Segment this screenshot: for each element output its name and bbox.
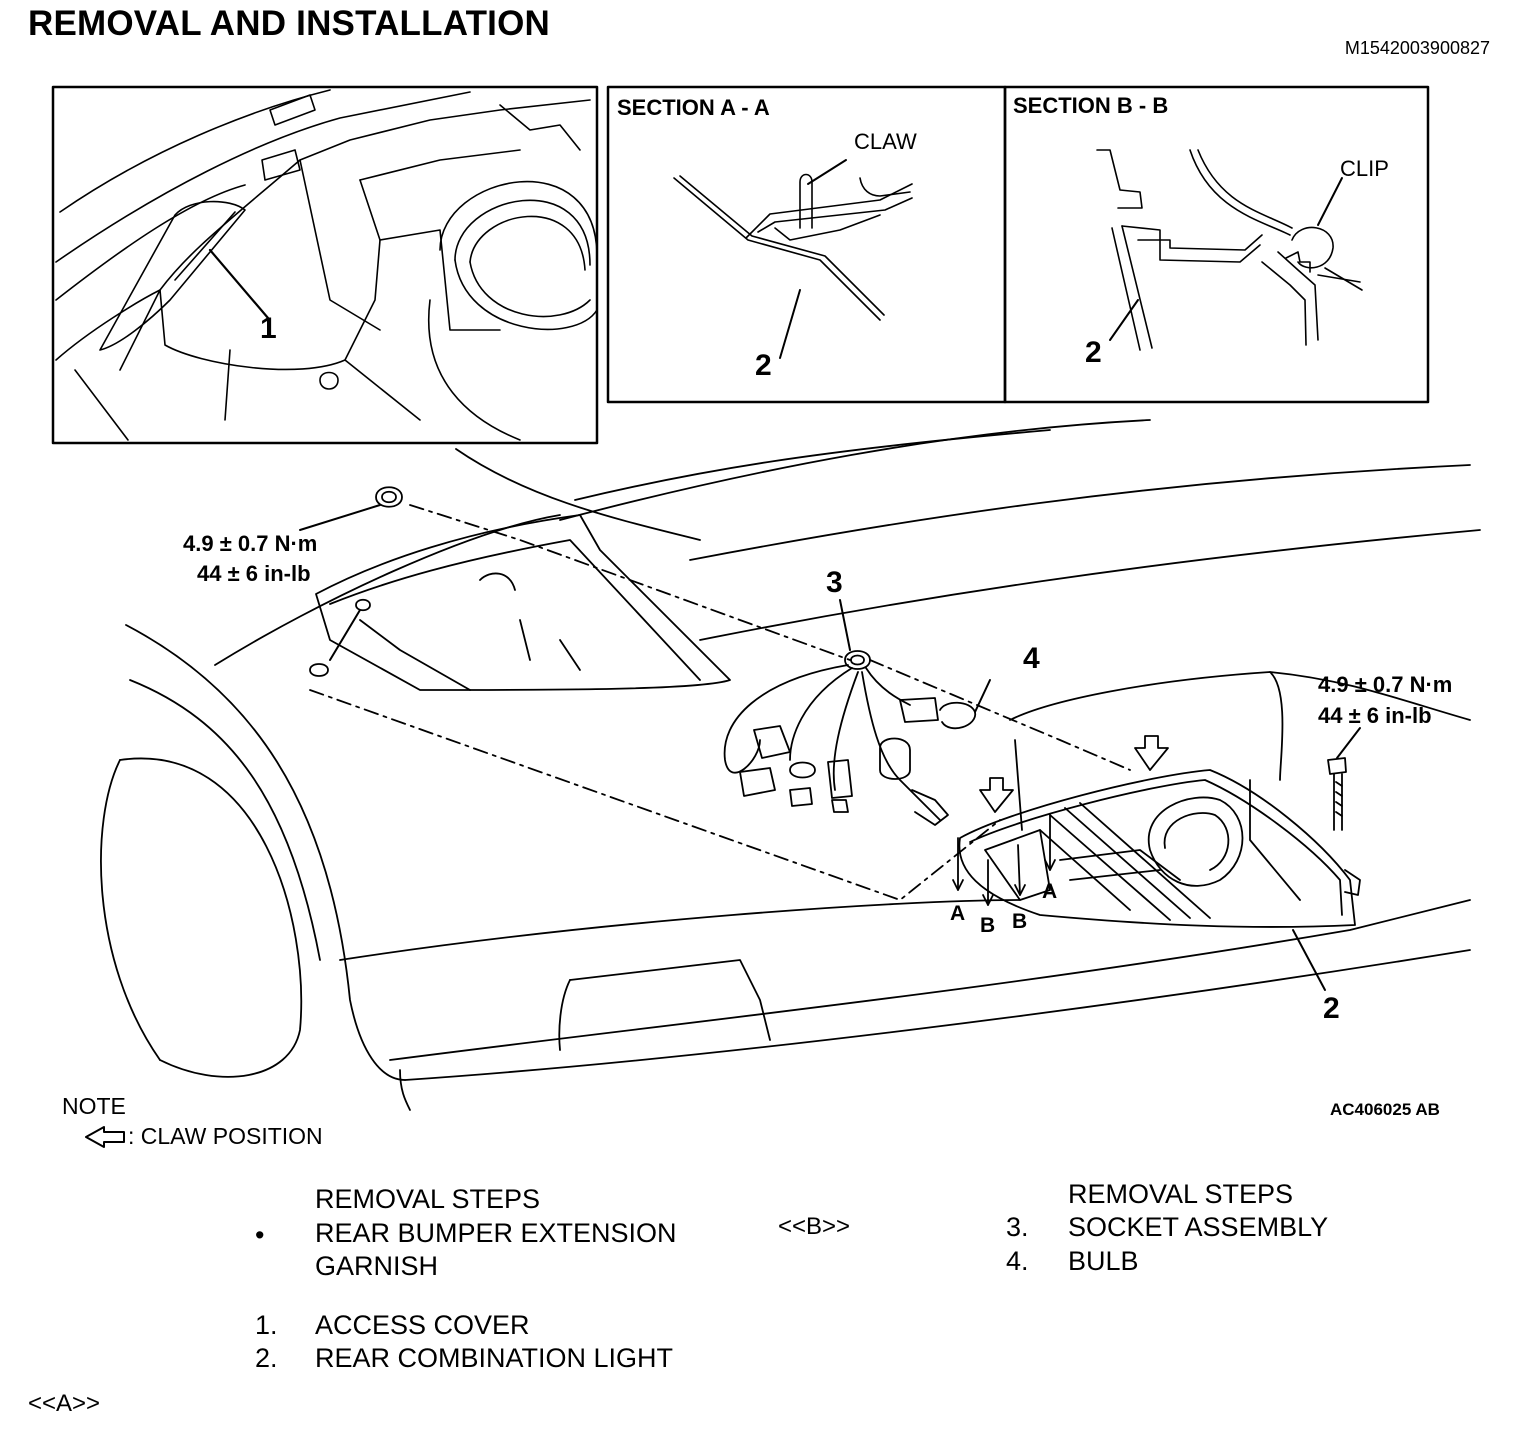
clip-label: CLIP (1340, 156, 1389, 181)
reference-b: <<B>> (778, 1213, 850, 1240)
step-garnish-line2: GARNISH (315, 1251, 438, 1281)
section-mark-a-left: A (950, 902, 965, 925)
section-mark-b-left: B (980, 914, 995, 937)
section-a-label: SECTION A - A (617, 95, 770, 120)
inset-access-cover-drawing (55, 89, 598, 441)
section-mark-b-right: B (1012, 910, 1027, 933)
callout-2-section-a: 2 (755, 349, 772, 382)
claw-position-arrow-icon (85, 1126, 125, 1148)
torque-right-nm: 4.9 ± 0.7 N·m (1318, 672, 1452, 697)
note-label: NOTE (62, 1093, 126, 1119)
inset-section-b (1003, 85, 1430, 404)
step-garnish-line1: REAR BUMPER EXTENSION (315, 1218, 677, 1248)
reference-a: <<A>> (28, 1390, 100, 1417)
section-b-label: SECTION B - B (1013, 93, 1168, 118)
step-1-label: ACCESS COVER (315, 1310, 530, 1340)
step-2-label: REAR COMBINATION LIGHT (315, 1343, 673, 1373)
inset-section-a (606, 85, 1007, 404)
claw-label: CLAW (854, 129, 917, 154)
car-body-drawing (100, 419, 1481, 1111)
steps-left-heading: REMOVAL STEPS (315, 1184, 540, 1214)
step-4-number: 4. (1006, 1246, 1029, 1276)
section-b-drawing (1096, 149, 1363, 351)
callout-3: 3 (826, 566, 843, 599)
torque-left-inlb: 44 ± 6 in-lb (197, 561, 311, 586)
rear-combination-light-drawing (952, 727, 1361, 991)
torque-left-nm: 4.9 ± 0.7 N·m (183, 531, 317, 556)
callout-1: 1 (260, 312, 277, 345)
torque-right-inlb: 44 ± 6 in-lb (1318, 703, 1432, 728)
callout-4: 4 (1023, 642, 1040, 675)
page-title: REMOVAL AND INSTALLATION (28, 4, 550, 43)
steps-right-heading: REMOVAL STEPS (1068, 1179, 1293, 1209)
step-2-number: 2. (255, 1343, 278, 1373)
callout-2-section-b: 2 (1085, 336, 1102, 369)
step-4-label: BULB (1068, 1246, 1139, 1276)
document-id: M1542003900827 (1344, 38, 1490, 58)
socket-assembly-drawing (723, 599, 991, 826)
step-3-number: 3. (1006, 1212, 1029, 1242)
note-claw-position: : CLAW POSITION (128, 1123, 323, 1149)
steps-left-bullet: • (255, 1220, 264, 1250)
inset-access-cover (51, 85, 599, 445)
callout-2-main: 2 (1323, 992, 1340, 1025)
section-a-drawing (673, 159, 913, 359)
step-1-number: 1. (255, 1310, 278, 1340)
step-3-label: SOCKET ASSEMBLY (1068, 1212, 1328, 1242)
section-mark-a-right: A (1042, 880, 1057, 903)
figure-id: AC406025 AB (1330, 1100, 1440, 1119)
